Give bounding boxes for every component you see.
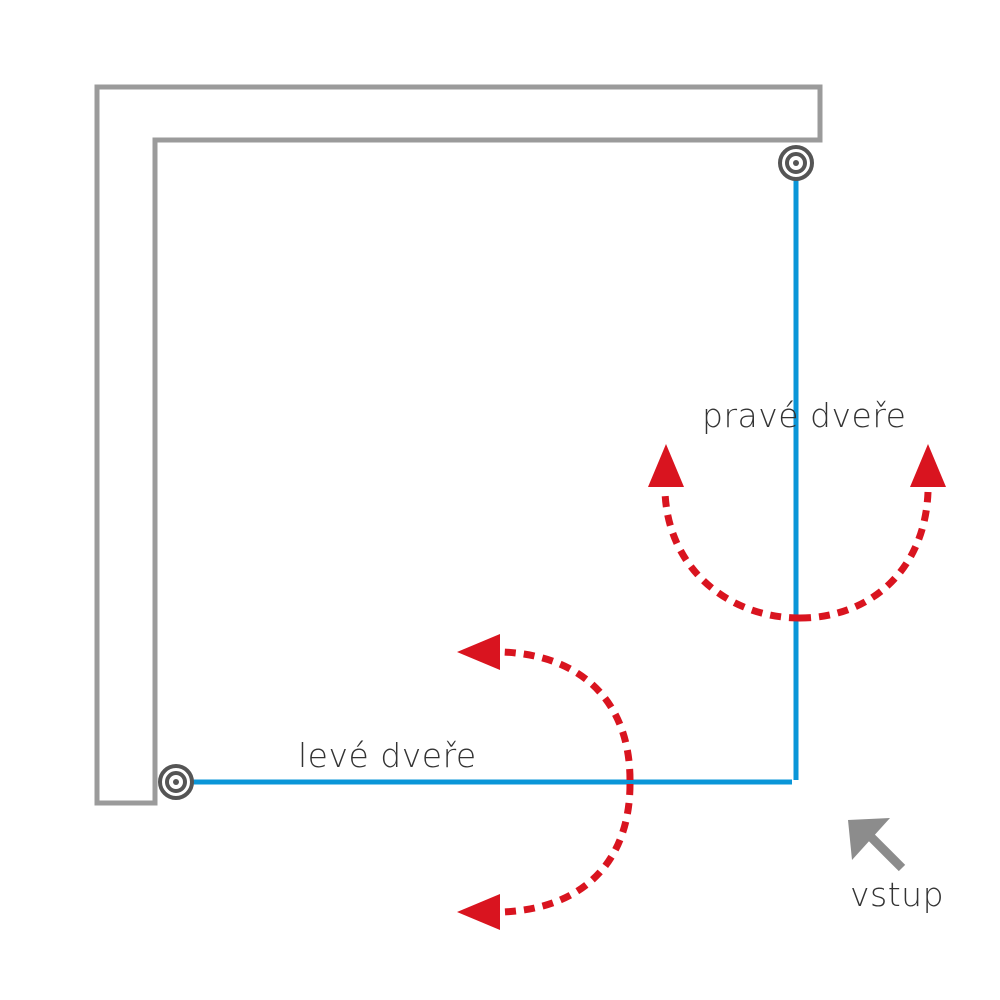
swing-arrow-icon: [457, 894, 500, 930]
swing-arrow-icon: [502, 648, 634, 781]
right-door-swing-arrows: [648, 444, 946, 622]
hinge-icon: [158, 764, 194, 800]
wall-outline: [94, 84, 823, 806]
entrance-label: vstup: [850, 875, 944, 914]
entrance-arrow-icon: [848, 818, 906, 872]
right-door-label: pravé dveře: [702, 396, 906, 435]
swing-arrow-icon: [799, 491, 932, 622]
left-door-label: levé dveře: [298, 736, 477, 775]
swing-arrow-icon: [661, 491, 801, 622]
swing-arrow-icon: [648, 444, 684, 487]
swing-arrow-icon: [457, 634, 500, 670]
swing-arrow-icon: [502, 783, 634, 916]
hinge-icon: [778, 145, 814, 181]
left-door-swing-arrows: [457, 634, 634, 930]
swing-arrow-icon: [910, 444, 946, 487]
